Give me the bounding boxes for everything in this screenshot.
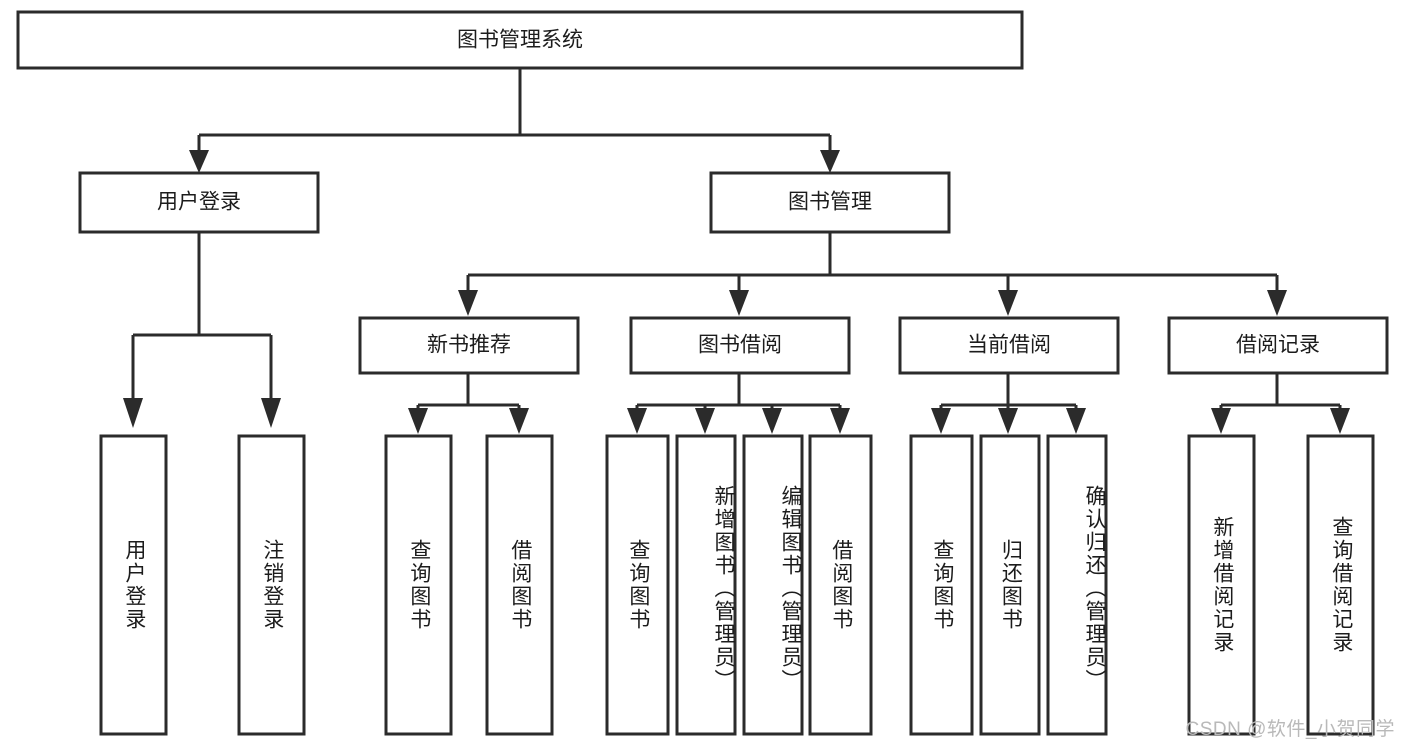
leaf-rect-user-login-2[interactable] xyxy=(237,434,306,736)
arrowhead-book-mgmt-c3 xyxy=(998,290,1018,316)
connector-group-new-book-recommend xyxy=(408,373,529,434)
connector-group-borrow-record xyxy=(1211,373,1350,434)
node-borrow-record-rect[interactable] xyxy=(1167,316,1389,375)
arrowhead-user-login-l1 xyxy=(123,398,143,428)
node-book-management-label: 图书管理 xyxy=(788,191,872,214)
node-user-login-label: 用户登录 xyxy=(157,191,241,214)
leaf-rect-br-2[interactable] xyxy=(1306,434,1375,736)
leaf-rect-bb-1[interactable] xyxy=(605,434,670,736)
leaf-rect-user-login-1[interactable] xyxy=(99,434,168,736)
leaf-rect-bb-2[interactable] xyxy=(675,434,737,736)
arrowhead-cb-l3 xyxy=(1066,408,1086,434)
arrowhead-user-login-l2 xyxy=(261,398,281,428)
arrowhead-bb-l4 xyxy=(830,408,850,434)
connector-group-book-mgmt xyxy=(458,232,1287,316)
leaf-rect-br-1[interactable] xyxy=(1187,434,1256,736)
leaf-rect-cb-1[interactable] xyxy=(909,434,974,736)
node-current-borrow-rect[interactable] xyxy=(898,316,1120,375)
node-borrow-record-label: 借阅记录 xyxy=(1236,334,1320,357)
node-borrow-record[interactable]: 借阅记录 xyxy=(1167,316,1389,375)
arrowhead-root-to-user-login xyxy=(189,150,209,173)
arrowhead-book-mgmt-c4 xyxy=(1267,290,1287,316)
node-root-system[interactable]: 图书管理系统 xyxy=(16,10,1024,70)
leaf-rect-cb-2[interactable] xyxy=(979,434,1041,736)
arrowhead-bb-l3 xyxy=(762,408,782,434)
node-new-book-recommend-rect[interactable] xyxy=(358,316,580,375)
arrowhead-br-l2 xyxy=(1330,408,1350,434)
arrowhead-nbr-l1 xyxy=(408,408,428,434)
arrowhead-bb-l1 xyxy=(627,408,647,434)
leaf-rect-nbr-1[interactable] xyxy=(384,434,453,736)
node-new-book-recommend[interactable]: 新书推荐 xyxy=(358,316,580,375)
node-book-management-rect[interactable] xyxy=(709,171,951,234)
arrowhead-book-mgmt-c1 xyxy=(458,290,478,316)
node-book-borrow[interactable]: 图书借阅 xyxy=(629,316,851,375)
leaf-rect-nbr-2[interactable] xyxy=(485,434,554,736)
connector-group-root xyxy=(189,68,840,173)
watermark-text: CSDN @软件_小贺同学 xyxy=(1185,719,1395,740)
arrowhead-bb-l2 xyxy=(695,408,715,434)
node-user-login[interactable]: 用户登录 xyxy=(78,171,320,234)
node-new-book-recommend-label: 新书推荐 xyxy=(427,334,511,357)
arrowhead-root-to-book-mgmt xyxy=(820,150,840,173)
arrowhead-cb-l1 xyxy=(931,408,951,434)
arrowhead-cb-l2 xyxy=(998,408,1018,434)
leaf-rect-bb-3[interactable] xyxy=(742,434,804,736)
node-book-borrow-label: 图书借阅 xyxy=(698,334,782,357)
connector-group-book-borrow xyxy=(627,373,850,434)
node-book-borrow-rect[interactable] xyxy=(629,316,851,375)
arrowhead-book-mgmt-c2 xyxy=(729,290,749,316)
node-current-borrow-label: 当前借阅 xyxy=(967,334,1051,357)
connector-group-user-login xyxy=(123,232,281,428)
arrowhead-nbr-l2 xyxy=(509,408,529,434)
leaf-rect-bb-4[interactable] xyxy=(808,434,873,736)
leaf-rect-cb-3[interactable] xyxy=(1046,434,1108,736)
node-book-management[interactable]: 图书管理 xyxy=(709,171,951,234)
arrowhead-br-l1 xyxy=(1211,408,1231,434)
node-root-system-label: 图书管理系统 xyxy=(457,29,583,52)
node-user-login-rect[interactable] xyxy=(78,171,320,234)
connector-group-current-borrow xyxy=(931,373,1086,434)
node-root-system-rect[interactable] xyxy=(16,10,1024,70)
node-current-borrow[interactable]: 当前借阅 xyxy=(898,316,1120,375)
